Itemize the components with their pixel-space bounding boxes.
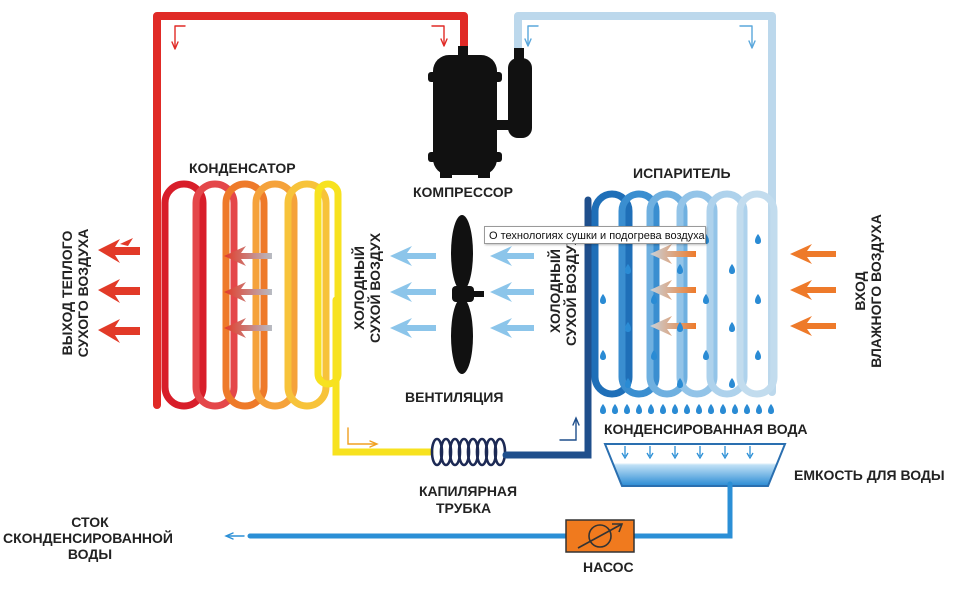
water-drop: [684, 404, 690, 414]
condenser-coils: [161, 180, 342, 410]
water-drop: [677, 378, 683, 388]
water-drop: [732, 404, 738, 414]
water-drop: [625, 322, 631, 332]
condensed-water-label: КОНДЕНСИРОВАННАЯ ВОДА: [604, 421, 808, 437]
water-drop: [600, 404, 606, 414]
cold-dry-air-arrows-right: [490, 246, 534, 338]
condenser-outlet-pipe: [332, 296, 434, 456]
humid-in-label-line1: ВХОД: [852, 271, 868, 310]
cold-dry-air-arrows-left: [390, 246, 436, 338]
warm-out-label-line2: СУХОГО ВОЗДУХА: [75, 229, 91, 358]
water-drop: [651, 350, 657, 360]
water-drop: [696, 404, 702, 414]
pump-icon: [565, 519, 635, 553]
warm-dry-air-out-arrows: [98, 238, 140, 343]
water-tank: [603, 443, 787, 487]
humid-air-in-arrows: [790, 244, 836, 336]
evaporator-coils: [591, 190, 778, 398]
water-drop: [624, 404, 630, 414]
water-drop: [729, 264, 735, 274]
water-drop: [755, 350, 761, 360]
capillary-tube: [430, 437, 507, 467]
water-drop: [672, 404, 678, 414]
water-drop: [755, 234, 761, 244]
evaporator-label: ИСПАРИТЕЛЬ: [633, 165, 731, 181]
cold-dry-air-right-line2: СУХОЙ ВОЗДУХ: [562, 235, 579, 346]
water-drop: [720, 404, 726, 414]
water-drop: [756, 404, 762, 414]
water-drop: [703, 294, 709, 304]
drain-line: [224, 481, 733, 540]
water-drop: [625, 264, 631, 274]
water-drop: [677, 322, 683, 332]
water-drop: [612, 404, 618, 414]
warm-out-label-line1: ВЫХОД ТЕПЛОГО: [59, 231, 75, 356]
water-drop: [755, 294, 761, 304]
capillary-label-line1: КАПИЛЯРНАЯ: [419, 483, 517, 499]
water-drop: [677, 264, 683, 274]
condenser-label: КОНДЕНСАТОР: [189, 160, 296, 176]
water-drop: [729, 378, 735, 388]
drain-label-line2: СКОНДЕНСИРОВАННОЙ: [3, 529, 173, 546]
capillary-label-line2: ТРУБКА: [436, 500, 491, 516]
water-drop: [708, 404, 714, 414]
water-drop: [660, 404, 666, 414]
tooltip: О технологиях сушки и подогрева воздуха: [484, 226, 706, 244]
water-tank-label: ЕМКОСТЬ ДЛЯ ВОДЫ: [794, 467, 945, 483]
compressor-icon: [428, 46, 532, 178]
cold-dry-air-left-line1: ХОЛОДНЫЙ: [350, 246, 367, 330]
water-drop: [768, 404, 774, 414]
water-drop: [729, 322, 735, 332]
drain-label-line3: ВОДЫ: [68, 546, 112, 562]
pump-label: НАСОС: [583, 559, 634, 575]
ventilation-label: ВЕНТИЛЯЦИЯ: [405, 389, 503, 405]
humid-in-label-line2: ВЛАЖНОГО ВОЗДУХА: [868, 214, 884, 368]
water-drop: [744, 404, 750, 414]
water-drop: [625, 378, 631, 388]
fan-icon: [451, 215, 484, 374]
water-drop: [703, 350, 709, 360]
evaporator-inner-arrows: [650, 244, 696, 336]
compressor-label: КОМПРЕССОР: [413, 184, 513, 200]
condenser-warm-arrows: [224, 246, 272, 338]
water-drop: [648, 404, 654, 414]
cold-dry-air-left-line2: СУХОЙ ВОЗДУХ: [366, 232, 383, 343]
water-drop: [636, 404, 642, 414]
cold-refrigerant-pipe: [514, 12, 776, 396]
water-drop: [651, 294, 657, 304]
water-drop: [600, 350, 606, 360]
evaporator-inlet-pipe: [502, 196, 592, 459]
condensate-drops: [600, 234, 774, 414]
drain-label-line1: СТОК: [71, 514, 109, 530]
cold-dry-air-right-line1: ХОЛОДНЫЙ: [546, 249, 563, 333]
water-drop: [600, 294, 606, 304]
hot-refrigerant-pipe: [153, 12, 468, 409]
